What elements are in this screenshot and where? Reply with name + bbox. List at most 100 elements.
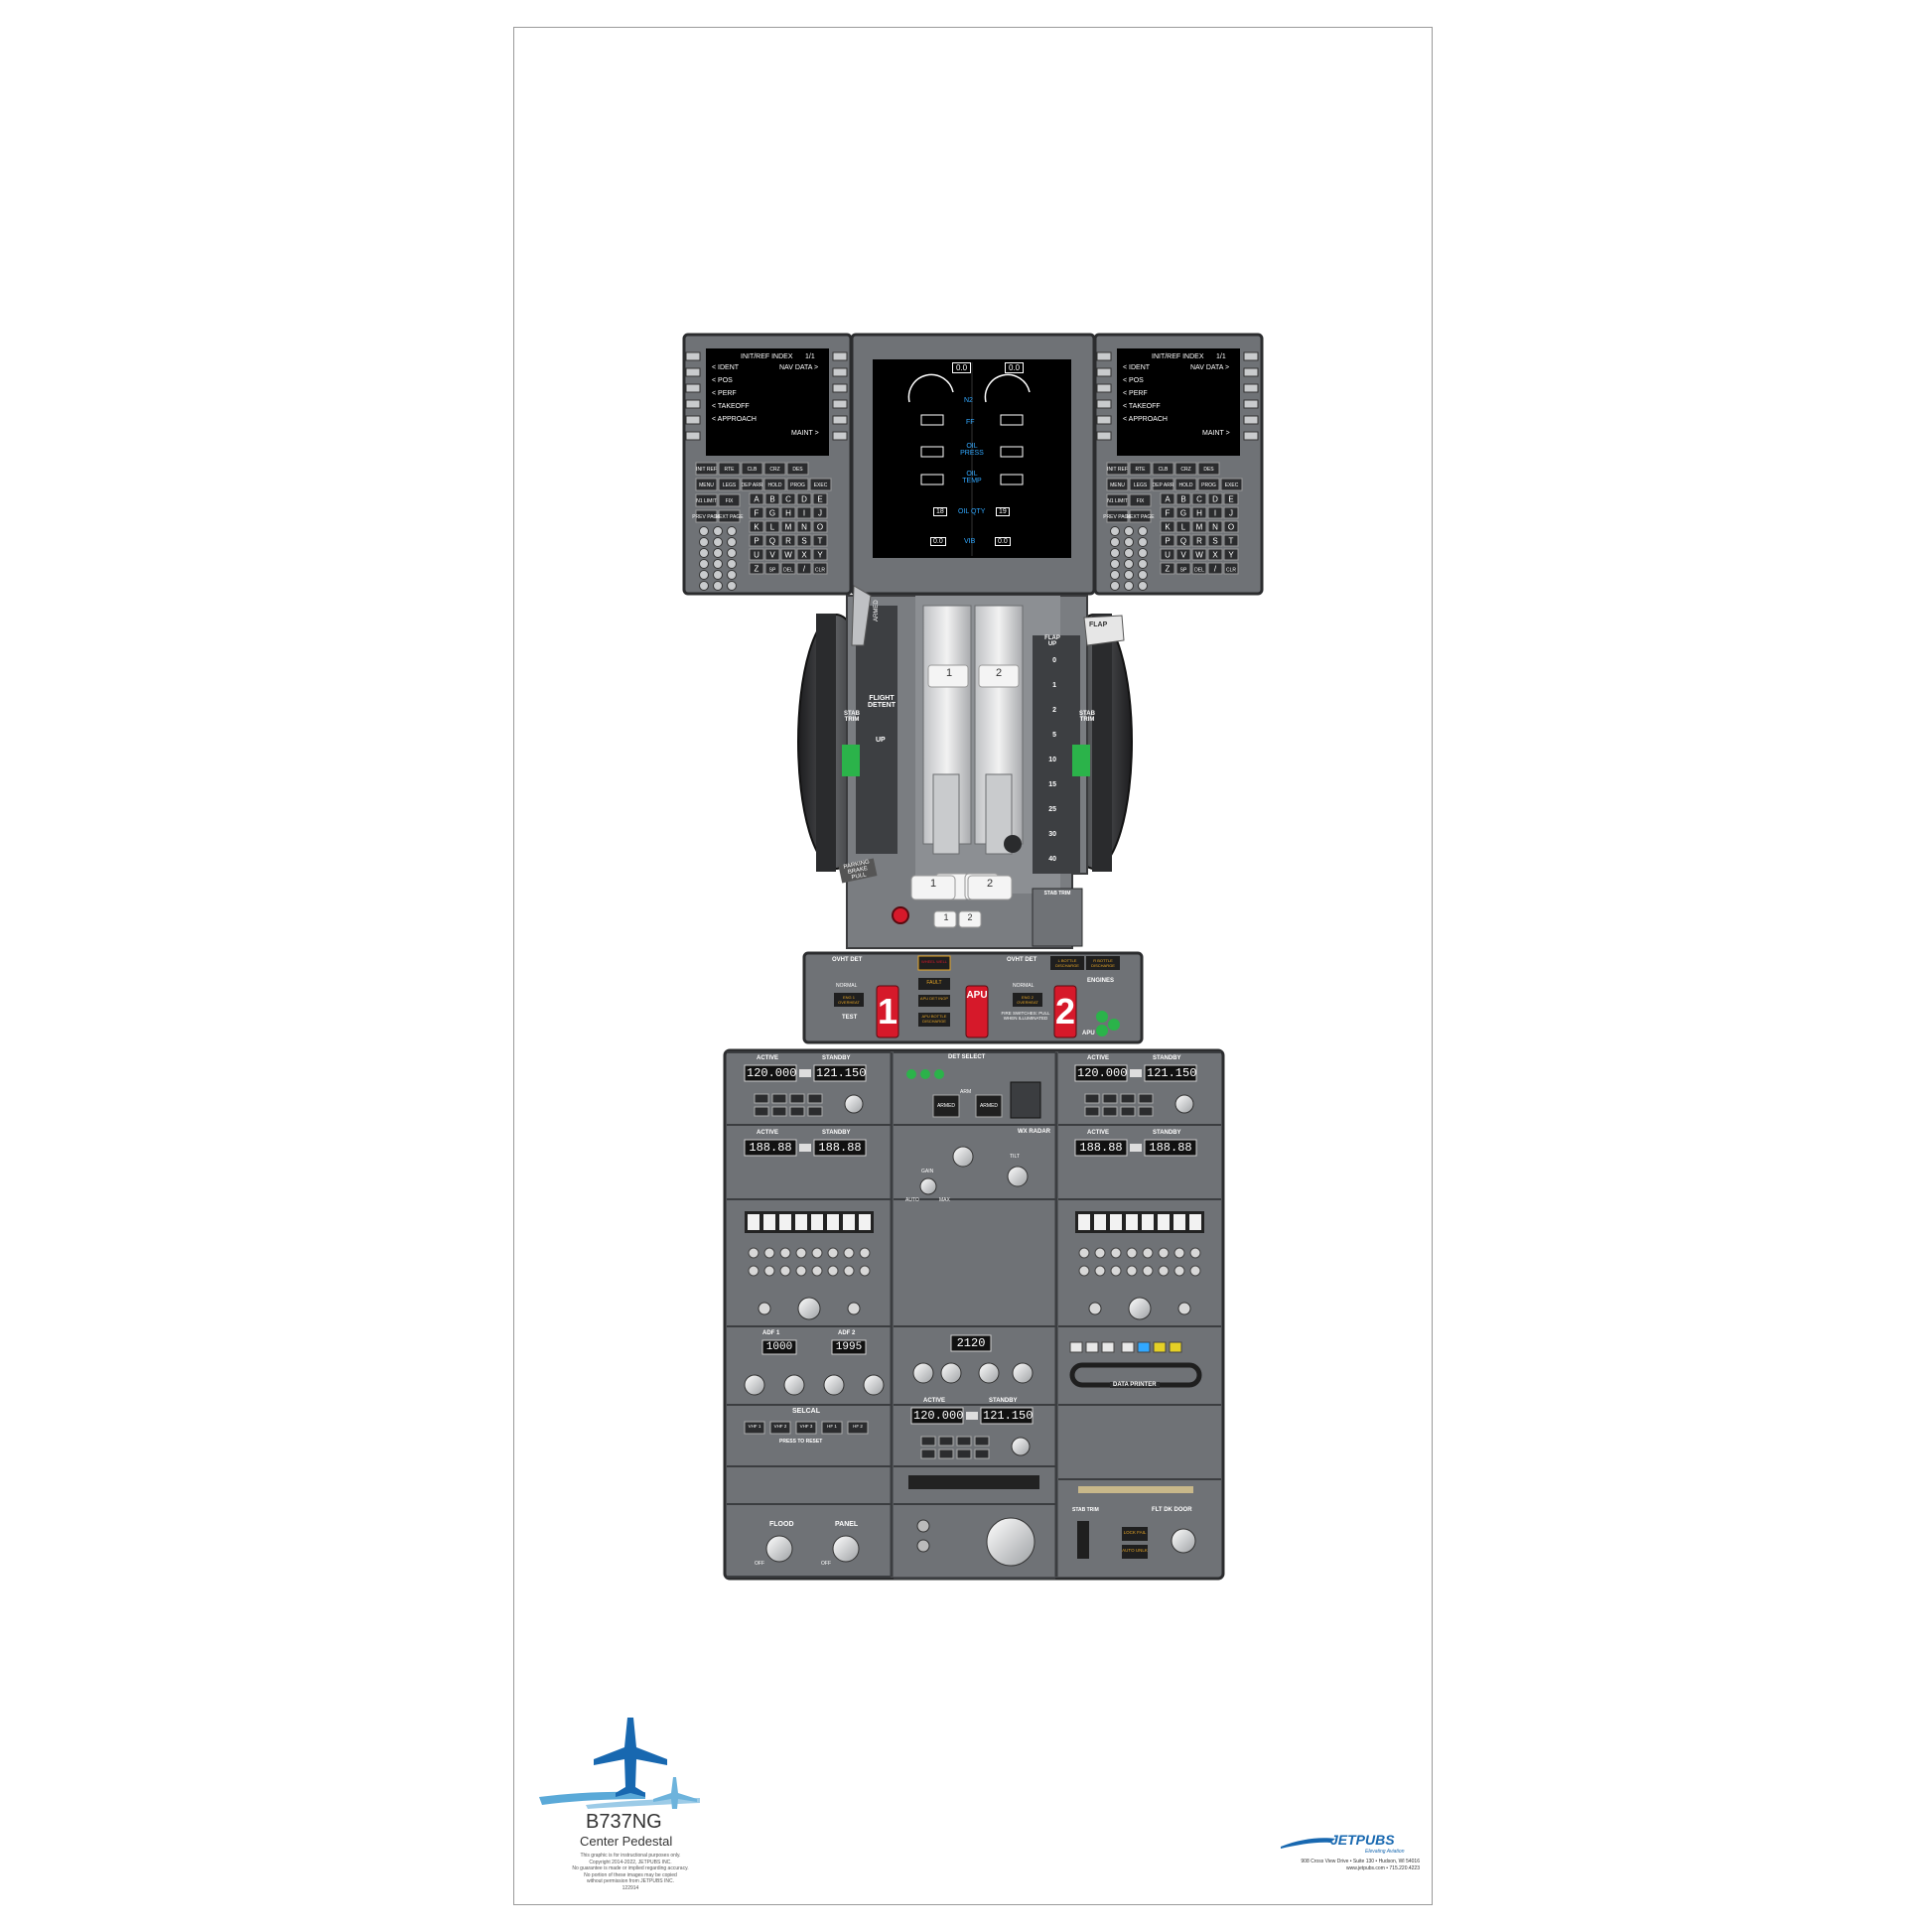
engine-2-fire-handle[interactable]: 2 (1054, 991, 1076, 1032)
cdu-left-lsk-3[interactable]: < PERF (712, 390, 737, 397)
cdu-left-alpha-key[interactable] (796, 548, 812, 561)
cdu-left-num-key[interactable] (713, 548, 723, 558)
cdu-left-fn-key[interactable] (741, 478, 763, 491)
cdu-right-alpha-key[interactable] (1223, 520, 1239, 533)
cdu-left-rsk-key[interactable] (832, 399, 848, 409)
acp-volume-knob[interactable] (1110, 1265, 1122, 1277)
cdu-left-rsk-key[interactable] (832, 431, 848, 441)
acp-mic-select-button[interactable] (1173, 1214, 1185, 1230)
cdu-left-lsk-key[interactable] (685, 431, 701, 441)
cdu-right-num-key[interactable] (1110, 537, 1120, 547)
acp-switch[interactable] (847, 1302, 861, 1315)
cdu-right-lsk-key[interactable] (1096, 431, 1112, 441)
printer-button[interactable] (1153, 1341, 1167, 1353)
cdu-right-alpha-key[interactable] (1175, 506, 1191, 519)
radio-mode-button[interactable] (956, 1449, 972, 1459)
printer-button[interactable] (1101, 1341, 1115, 1353)
xpdr-knob[interactable] (912, 1362, 934, 1384)
cdu-left-num-key[interactable] (713, 526, 723, 536)
flap-handle-label[interactable]: FLAP (1089, 621, 1108, 628)
reverse-lever-2-label[interactable]: 2 (986, 878, 994, 890)
acp-mic-select-button[interactable] (1158, 1214, 1170, 1230)
acp-mic-select-button[interactable] (763, 1214, 775, 1230)
cdu-left-fn-key[interactable] (809, 478, 832, 491)
cdu-left-alpha-key[interactable] (764, 534, 780, 547)
cdu-right-num-key[interactable] (1124, 526, 1134, 536)
selcal-button[interactable] (847, 1421, 869, 1435)
radio-mode-button[interactable] (1084, 1093, 1100, 1104)
cdu-right-alpha-key[interactable] (1207, 534, 1223, 547)
xpdr-knob[interactable] (978, 1362, 1000, 1384)
cdu-left-fn-key[interactable] (718, 509, 741, 523)
selcal-button[interactable] (744, 1421, 765, 1435)
cdu-right-num-key[interactable] (1138, 581, 1148, 591)
acp-mic-select-button[interactable] (811, 1214, 823, 1230)
printer-button[interactable] (1085, 1341, 1099, 1353)
cdu-left-alpha-key[interactable] (796, 534, 812, 547)
cdu-right-rsk-key[interactable] (1243, 351, 1259, 361)
printer-button[interactable] (1069, 1341, 1083, 1353)
cdu-left-alpha-key[interactable] (780, 492, 796, 505)
acp-mic-select-button[interactable] (779, 1214, 791, 1230)
cdu-left-num-key[interactable] (727, 581, 737, 591)
cdu-right-lsk-4[interactable]: < TAKEOFF (1123, 403, 1161, 410)
fuel-cutoff-2-label[interactable]: 2 (967, 912, 973, 922)
cdu-right-alpha-key[interactable] (1223, 506, 1239, 519)
radio-mode-button[interactable] (754, 1093, 769, 1104)
cdu-left-alpha-key[interactable] (749, 492, 764, 505)
radio-mode-button[interactable] (807, 1093, 823, 1104)
acp-mic-select-button[interactable] (827, 1214, 839, 1230)
cargo-armed-fwd[interactable] (932, 1094, 960, 1118)
cdu-right-fn-key[interactable] (1129, 493, 1152, 507)
cdu-right-alpha-key[interactable] (1207, 520, 1223, 533)
cdu-left-alpha-key[interactable] (812, 492, 828, 505)
xpdr-knob[interactable] (940, 1362, 962, 1384)
cdu-left-rsk-1[interactable]: NAV DATA > (779, 364, 819, 371)
cdu-right-alpha-key[interactable] (1160, 506, 1175, 519)
cdu-left-num-key[interactable] (699, 559, 709, 569)
radio-mode-button[interactable] (938, 1436, 954, 1447)
adf-tuning-knob[interactable] (823, 1374, 845, 1396)
cdu-left-alpha-key[interactable] (764, 562, 780, 575)
cdu-right-num-key[interactable] (1138, 526, 1148, 536)
acp-volume-knob[interactable] (827, 1265, 839, 1277)
cdu-left-lsk-key[interactable] (685, 367, 701, 377)
cdu-right-alpha-key[interactable] (1160, 548, 1175, 561)
cdu-right-num-key[interactable] (1110, 548, 1120, 558)
cdu-left-num-key[interactable] (713, 559, 723, 569)
acp-mic-select-button[interactable] (843, 1214, 855, 1230)
cdu-right-alpha-key[interactable] (1207, 506, 1223, 519)
acp-mic-select-button[interactable] (859, 1214, 871, 1230)
acp-volume-knob[interactable] (1189, 1247, 1201, 1259)
acp-volume-knob[interactable] (795, 1247, 807, 1259)
xpdr-knob[interactable] (1012, 1362, 1034, 1384)
acp-mic-select-button[interactable] (1189, 1214, 1201, 1230)
cdu-left-alpha-key[interactable] (812, 520, 828, 533)
cdu-right-fn-key[interactable] (1174, 462, 1197, 476)
cdu-left-alpha-key[interactable] (749, 548, 764, 561)
cdu-right-rsk-key[interactable] (1243, 431, 1259, 441)
cdu-right-alpha-key[interactable] (1191, 534, 1207, 547)
cdu-right-rsk-1[interactable]: NAV DATA > (1190, 364, 1230, 371)
cdu-right-fn-key[interactable] (1129, 478, 1152, 491)
printer-button[interactable] (1137, 1341, 1151, 1353)
acp-mic-select-button[interactable] (1094, 1214, 1106, 1230)
nav-left-transfer-button[interactable] (799, 1144, 811, 1152)
cdu-right-num-key[interactable] (1124, 581, 1134, 591)
cdu-left-rsk-key[interactable] (832, 415, 848, 425)
cdu-right-rsk-key[interactable] (1243, 415, 1259, 425)
cdu-left-num-key[interactable] (699, 537, 709, 547)
cdu-left-num-key[interactable] (713, 537, 723, 547)
cdu-right-alpha-key[interactable] (1175, 492, 1191, 505)
acp-volume-knob[interactable] (827, 1247, 839, 1259)
thrust-lever-1-label[interactable]: 1 (945, 667, 953, 679)
cdu-left-alpha-key[interactable] (749, 520, 764, 533)
acp-volume-knob[interactable] (859, 1265, 871, 1277)
radio-tuning-knob[interactable] (844, 1094, 864, 1114)
cdu-left-num-key[interactable] (727, 548, 737, 558)
cdu-left-fn-key[interactable] (763, 462, 786, 476)
cdu-left-num-key[interactable] (699, 526, 709, 536)
cdu-right-alpha-key[interactable] (1191, 520, 1207, 533)
cdu-left-alpha-key[interactable] (764, 520, 780, 533)
radio-mode-button[interactable] (807, 1106, 823, 1117)
